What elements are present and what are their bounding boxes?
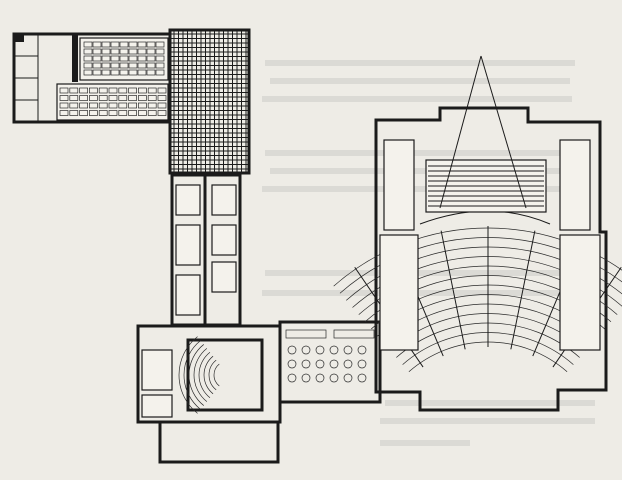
connecting-corridor-wing — [170, 173, 242, 327]
glass-grid-hall — [168, 28, 251, 175]
north-wing-lecture-block — [12, 32, 172, 124]
main-auditorium — [333, 106, 622, 412]
background-text-ghost — [262, 60, 595, 446]
sightline-triangle — [439, 55, 527, 209]
lobby-tables — [278, 320, 382, 404]
stage — [425, 159, 547, 213]
small-auditorium — [136, 324, 282, 464]
